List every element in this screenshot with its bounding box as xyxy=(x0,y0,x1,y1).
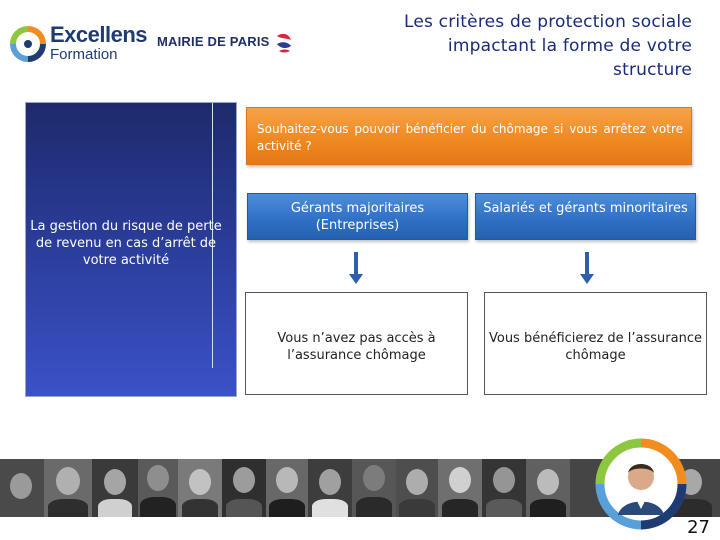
category-majority-managers: Gérants majoritaires (Entreprises) xyxy=(247,193,468,240)
photo xyxy=(352,459,396,517)
result-text: Vous bénéficierez de l’assurance chômage xyxy=(485,330,706,364)
result-no-unemployment: Vous n’avez pas accès à l’assurance chôm… xyxy=(245,292,468,395)
question-text: Souhaitez-vous pouvoir bénéficier du chô… xyxy=(257,121,683,155)
page-number: 27 xyxy=(687,517,710,538)
photo xyxy=(396,459,438,517)
title-line-2: impactant la forme de votre xyxy=(312,34,692,58)
photo xyxy=(44,459,92,517)
photo xyxy=(222,459,266,517)
brand-name: Excellens xyxy=(50,22,147,48)
title-line-3: structure xyxy=(312,58,692,82)
page-title: Les critères de protection sociale impac… xyxy=(312,10,692,82)
category-label: Gérants majoritaires (Entreprises) xyxy=(248,200,467,234)
photo xyxy=(138,459,178,517)
photo xyxy=(308,459,352,517)
brand-sub: Formation xyxy=(50,46,118,63)
excellens-logo: Excellens Formation xyxy=(10,22,150,66)
photo xyxy=(178,459,222,517)
partner-name: MAIRIE DE PARIS xyxy=(157,34,270,49)
result-text: Vous n’avez pas accès à l’assurance chôm… xyxy=(246,330,467,364)
category-label: Salariés et gérants minoritaires xyxy=(476,200,695,217)
risk-management-panel: La gestion du risque de perte de revenu … xyxy=(26,103,236,396)
title-line-1: Les critères de protection sociale xyxy=(312,10,692,34)
photo xyxy=(482,459,526,517)
photo xyxy=(92,459,138,517)
photo xyxy=(266,459,308,517)
photo xyxy=(526,459,570,517)
category-employees-minority-managers: Salariés et gérants minoritaires xyxy=(475,193,696,240)
people-circle-icon xyxy=(594,437,688,531)
down-arrow-icon xyxy=(580,252,594,286)
mairie-de-paris-logo: MAIRIE DE PARIS xyxy=(157,32,293,54)
mairie-de-paris-logo-icon xyxy=(275,32,293,54)
result-unemployment: Vous bénéficierez de l’assurance chômage xyxy=(484,292,707,395)
down-arrow-icon xyxy=(349,252,363,286)
photo xyxy=(0,459,44,517)
photo xyxy=(438,459,482,517)
excellens-logo-icon xyxy=(10,26,46,62)
question-box: Souhaitez-vous pouvoir bénéficier du chô… xyxy=(246,107,692,165)
panel-text: La gestion du risque de perte de revenu … xyxy=(26,218,226,269)
